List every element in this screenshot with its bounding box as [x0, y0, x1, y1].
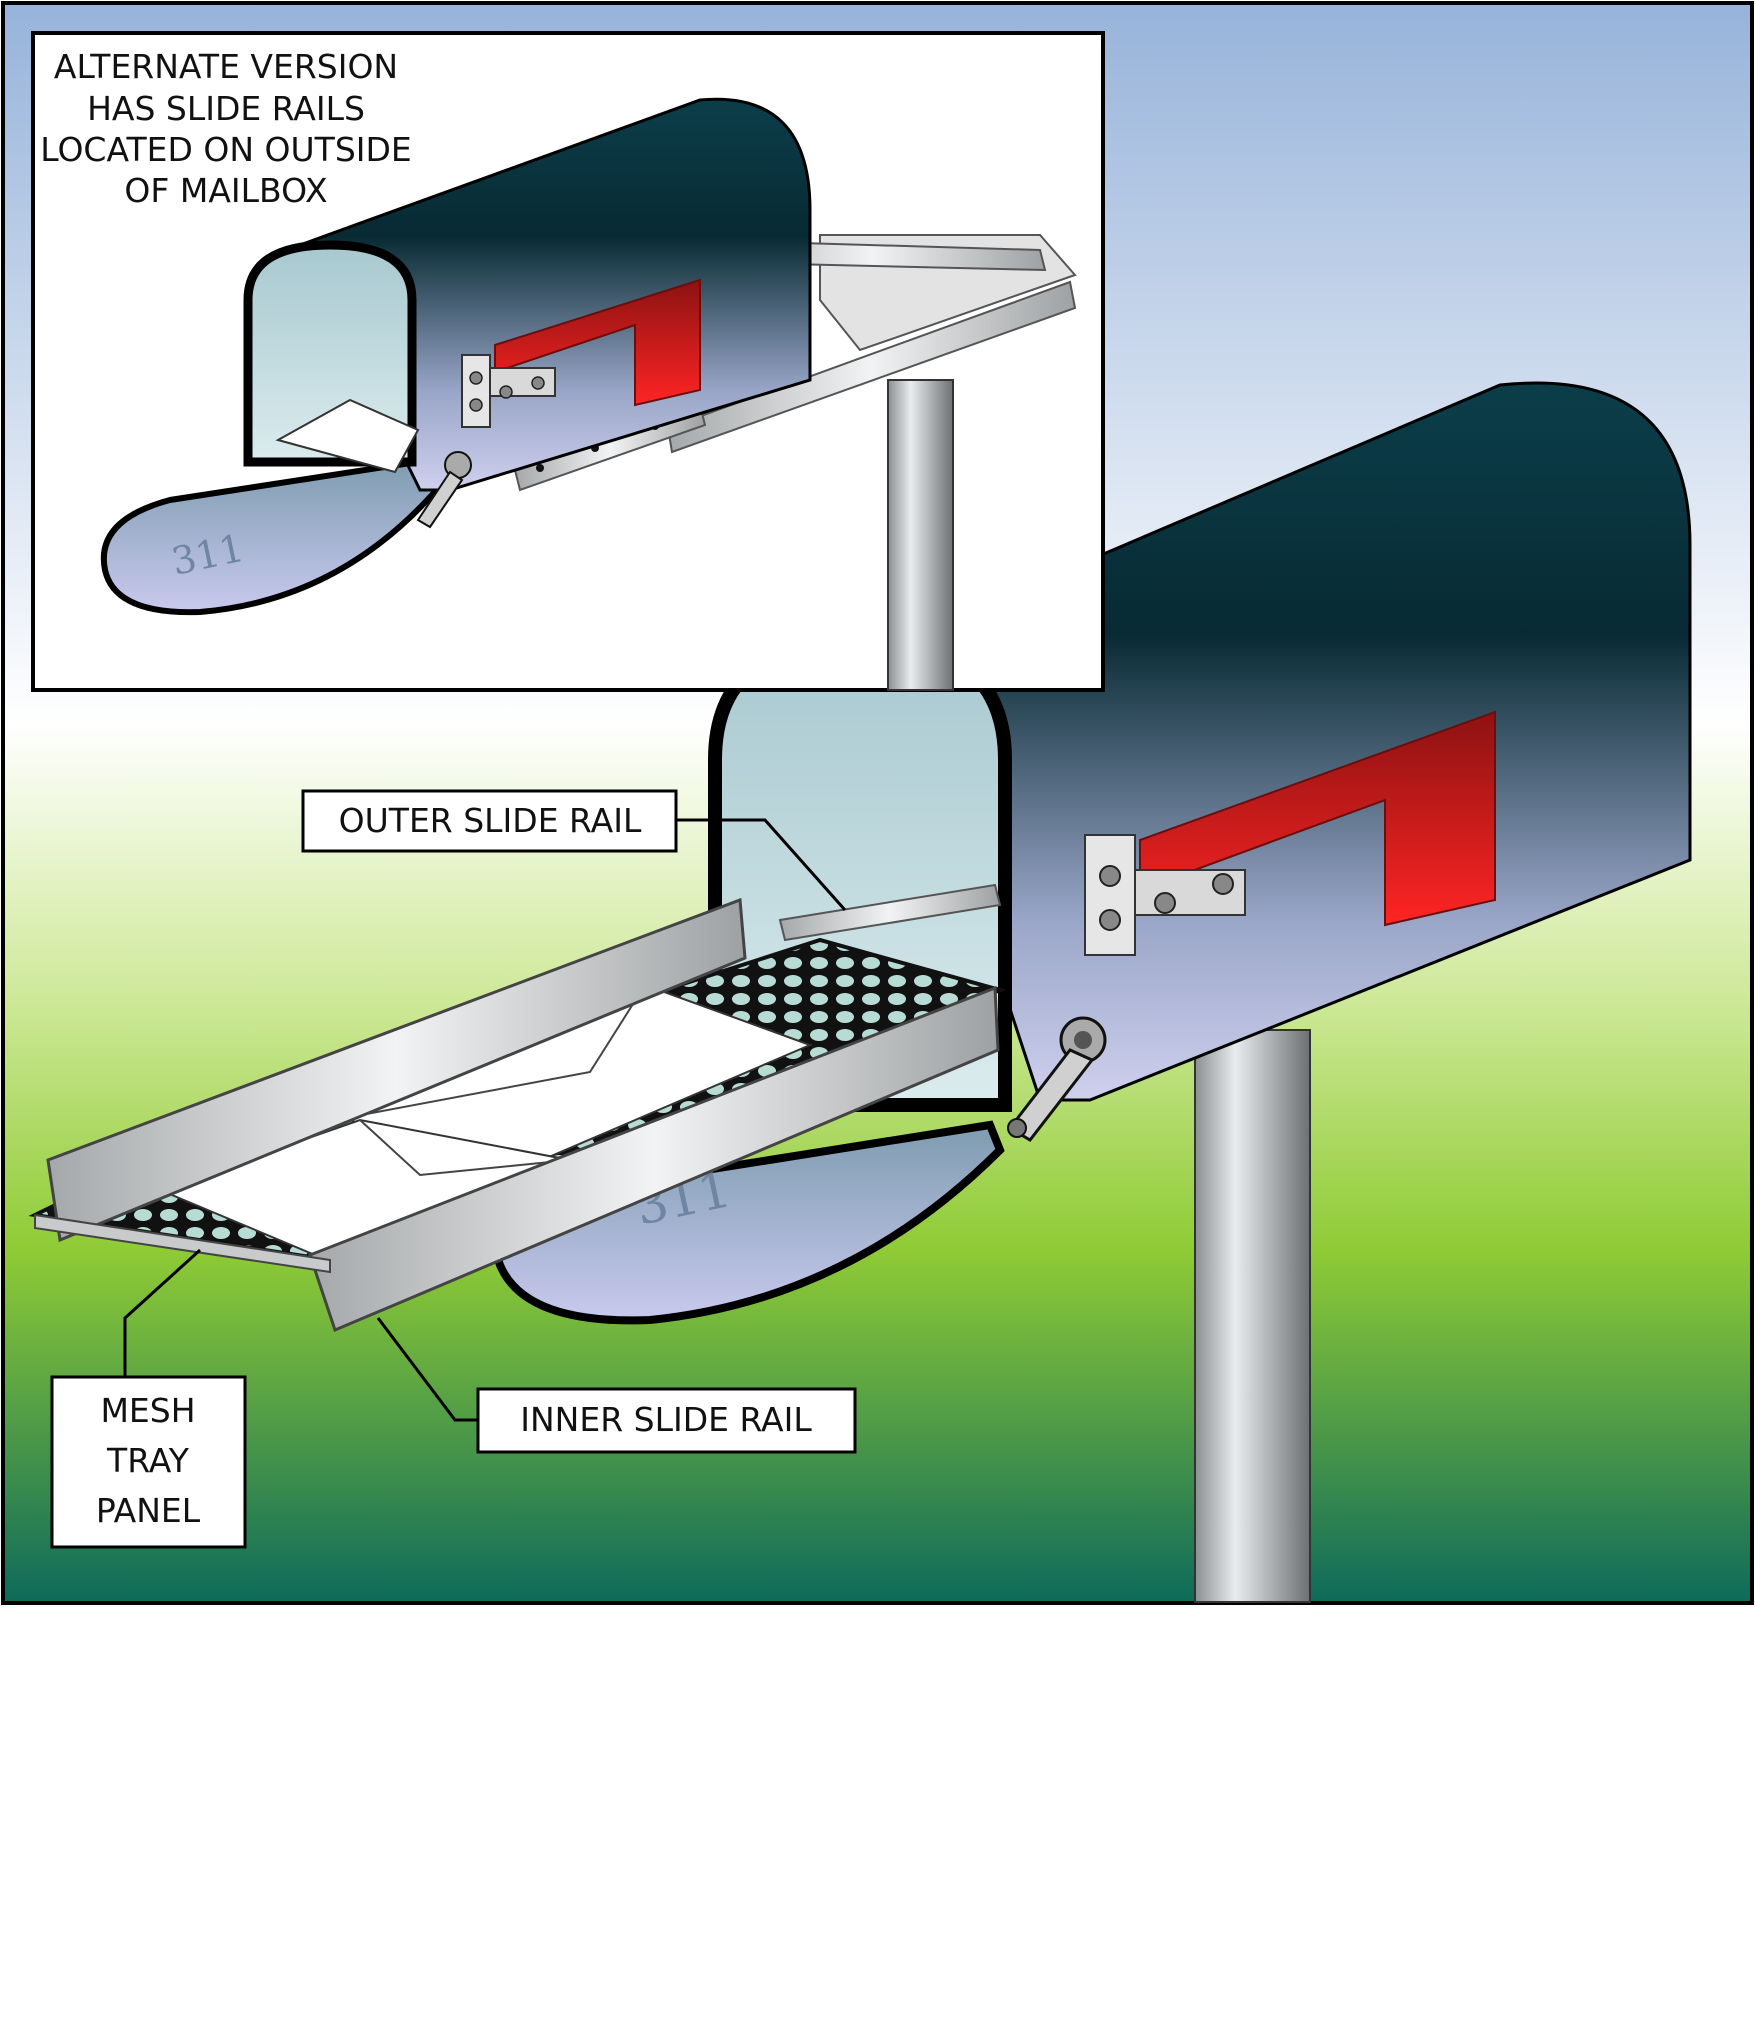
hinge-icon	[1007, 1016, 1107, 1142]
post-icon	[1194, 1029, 1311, 1603]
inset-caption-line-4: OF MAILBOX	[124, 171, 327, 210]
callout-outer-slide-rail: OUTER SLIDE RAIL	[301, 789, 847, 911]
inset-caption-line-1: ALTERNATE VERSION	[54, 47, 398, 86]
rivet-icon	[499, 385, 513, 399]
main-mailbox: 311	[28, 381, 1692, 1603]
rivet-icon	[1099, 865, 1121, 887]
inset-outer-rail-lower	[666, 280, 1077, 454]
inset-hinge-icon	[416, 451, 472, 529]
mesh-label-line-3: PANEL	[96, 1491, 201, 1530]
rivet-icon	[469, 371, 483, 385]
inset-caption-line-3: LOCATED ON OUTSIDE	[40, 130, 412, 169]
inner-slide-rail-base	[34, 1213, 331, 1274]
inset-mailbox-opening	[243, 240, 417, 467]
inset-caption-line-2: HAS SLIDE RAILS	[87, 89, 365, 128]
outer-slide-rail-label: OUTER SLIDE RAIL	[339, 801, 642, 840]
inset-door-icon	[100, 456, 449, 616]
inset-post-icon	[887, 379, 954, 691]
mesh-label-line-1: MESH	[100, 1391, 195, 1430]
rivet-icon	[1154, 892, 1176, 914]
rivet-icon	[531, 376, 545, 390]
rivet-icon	[1099, 909, 1121, 931]
inset-panel: 311 ALTERNATE VERSION HAS SLIDE RAILS LO…	[31, 31, 1105, 692]
rivet-icon	[536, 464, 544, 472]
flag-bracket	[1084, 834, 1136, 956]
outer-slide-rail	[778, 883, 1002, 942]
rivet-icon	[1212, 873, 1234, 895]
inner-slide-rail-label: INNER SLIDE RAIL	[520, 1400, 812, 1439]
inset-flag-bracket	[461, 354, 491, 428]
callout-mesh-tray-panel: MESH TRAY PANEL	[50, 1248, 247, 1549]
inner-slide-rail-left	[46, 897, 747, 1243]
callout-inner-slide-rail: INNER SLIDE RAIL	[376, 1317, 857, 1454]
mesh-label-line-2: TRAY	[106, 1441, 190, 1480]
inset-envelope-icon	[275, 398, 420, 474]
inner-slide-rail	[308, 985, 1000, 1333]
rivet-icon	[469, 398, 483, 412]
